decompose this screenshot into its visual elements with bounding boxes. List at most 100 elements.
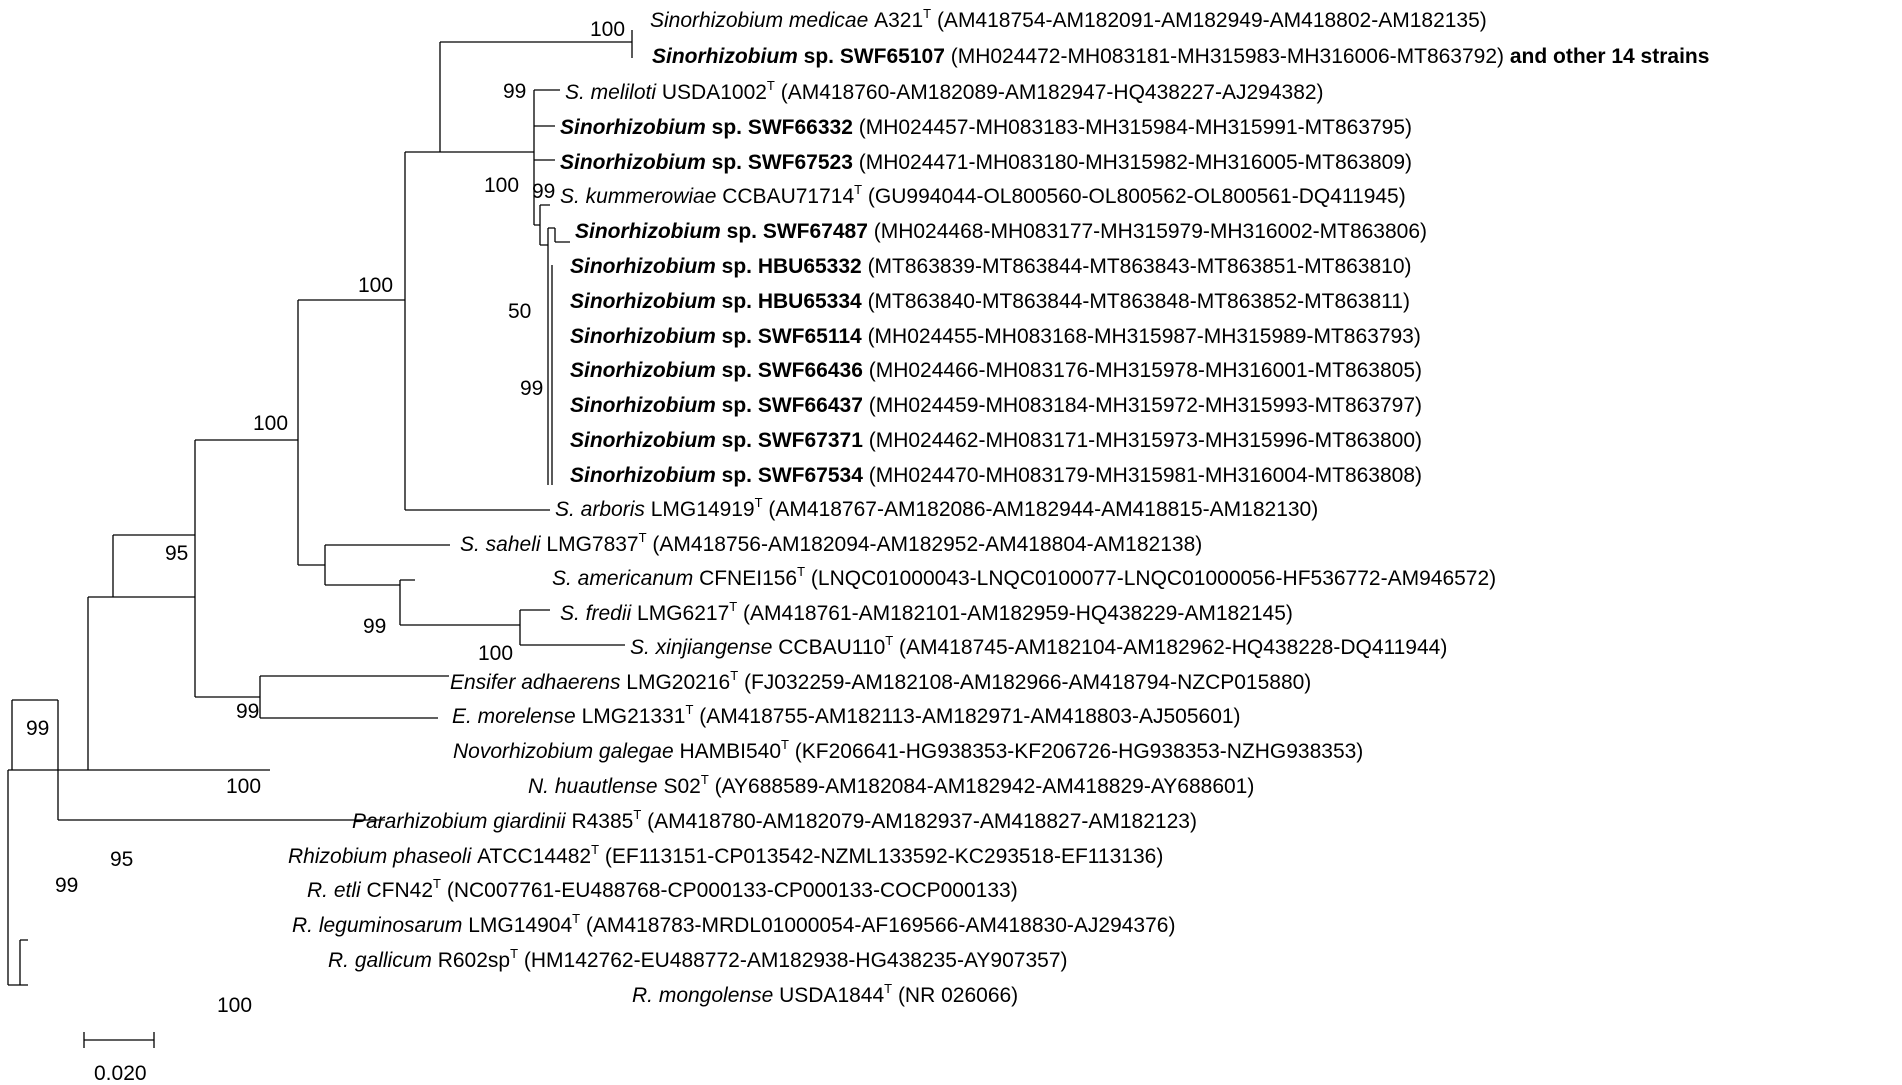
- bootstrap-value: 99: [503, 80, 526, 103]
- species-name: Sinorhizobium: [570, 255, 722, 278]
- accession-numbers: (EF113151-CP013542-NZML133592-KC293518-E…: [599, 845, 1163, 868]
- branch: [57, 700, 385, 821]
- type-strain-mark: T: [685, 702, 693, 717]
- species-name: Sinorhizobium: [575, 220, 727, 243]
- leaf-suffix: and other 14 strains: [1504, 45, 1709, 68]
- branch: [404, 151, 550, 511]
- species-name: Sinorhizobium: [570, 429, 722, 452]
- accession-numbers: (GU994044-OL800560-OL800562-OL800561-DQ4…: [862, 185, 1406, 208]
- branch: [297, 299, 405, 566]
- tree-branches: [7, 30, 633, 986]
- species-name: Sinorhizobium: [570, 464, 722, 487]
- strain-name: LMG7837: [546, 533, 638, 556]
- strain-name: CFN42: [367, 879, 434, 902]
- type-strain-mark: T: [797, 564, 805, 579]
- strain-name: R602sp: [438, 949, 510, 972]
- accession-numbers: (AM418760-AM182089-AM182947-HQ438227-AJ2…: [775, 81, 1324, 104]
- strain-name: LMG14919: [651, 498, 755, 521]
- strain-name: CCBAU110: [778, 636, 885, 659]
- branch: [533, 89, 560, 226]
- branch: [519, 609, 625, 646]
- accession-numbers: (AM418745-AM182104-AM182962-HQ438228-DQ4…: [893, 636, 1447, 659]
- type-strain-mark: T: [885, 633, 893, 648]
- accession-numbers: (MH024457-MH083183-MH315984-MH315991-MT8…: [853, 116, 1412, 139]
- leaf-label: Sinorhizobium sp. SWF67523 (MH024471-MH0…: [560, 151, 1412, 174]
- leaf-label: R. mongolense USDA1844T (NR 026066): [632, 981, 1018, 1007]
- accession-numbers: (HM142762-EU488772-AM182938-HG438235-AY9…: [518, 949, 1067, 972]
- type-strain-mark: T: [433, 876, 441, 891]
- leaf-label: Sinorhizobium sp. SWF66437 (MH024459-MH0…: [570, 394, 1422, 417]
- species-name: Sinorhizobium: [570, 325, 722, 348]
- strain-name: sp. SWF67487: [727, 220, 868, 243]
- type-strain-mark: T: [730, 668, 738, 683]
- species-name: E. morelense: [452, 705, 582, 728]
- bootstrap-value: 99: [532, 180, 555, 203]
- leaf-label: Sinorhizobium sp. SWF66332 (MH024457-MH0…: [560, 116, 1412, 139]
- species-name: Rhizobium phaseoli: [288, 845, 477, 868]
- accession-numbers: (NR 026066): [892, 984, 1018, 1007]
- strain-name: CCBAU71714: [722, 185, 854, 208]
- branch: [539, 204, 550, 246]
- leaf-label: Rhizobium phaseoli ATCC14482T (EF113151-…: [288, 842, 1163, 868]
- species-name: R. gallicum: [328, 949, 438, 972]
- leaf-label: R. gallicum R602spT (HM142762-EU488772-A…: [328, 946, 1068, 972]
- leaf-label: S. fredii LMG6217T (AM418761-AM182101-AM…: [560, 599, 1293, 625]
- bootstrap-value: 100: [217, 994, 252, 1017]
- leaf-label: R. etli CFN42T (NC007761-EU488768-CP0001…: [307, 876, 1018, 902]
- bootstrap-value: 99: [363, 615, 386, 638]
- species-name: S. xinjiangense: [630, 636, 778, 659]
- type-strain-mark: T: [884, 981, 892, 996]
- leaf-label: Ensifer adhaerens LMG20216T (FJ032259-AM…: [450, 668, 1311, 694]
- branch: [324, 544, 450, 586]
- strain-name: HAMBI540: [679, 740, 781, 763]
- strain-name: USDA1002: [662, 81, 767, 104]
- bootstrap-value: 100: [253, 412, 288, 435]
- type-strain-mark: T: [729, 599, 737, 614]
- leaf-label: Sinorhizobium sp. SWF65107 (MH024472-MH0…: [652, 45, 1709, 68]
- strain-name: sp. SWF67523: [712, 151, 853, 174]
- strain-name: LMG21331: [582, 705, 686, 728]
- bootstrap-labels: 100 99 100 99 50 99 100 100 95 99 100 99…: [26, 18, 625, 1017]
- species-name: R. leguminosarum: [292, 914, 468, 937]
- type-strain-mark: T: [755, 495, 763, 510]
- species-name: Sinorhizobium: [560, 116, 712, 139]
- leaf-label: Sinorhizobium sp. HBU65332 (MT863839-MT8…: [570, 255, 1412, 278]
- scale-bar-line: [83, 1032, 155, 1048]
- accession-numbers: (AM418755-AM182113-AM182971-AM418803-AJ5…: [693, 705, 1240, 728]
- leaf-label: Sinorhizobium sp. SWF67534 (MH024470-MH0…: [570, 464, 1422, 487]
- leaf-label: Sinorhizobium sp. SWF66436 (MH024466-MH0…: [570, 359, 1422, 382]
- strain-name: sp. SWF65107: [804, 45, 945, 68]
- strain-name: sp. SWF65114: [722, 325, 862, 348]
- accession-numbers: (NC007761-EU488768-CP000133-CP000133-COC…: [441, 879, 1018, 902]
- leaf-label: Sinorhizobium sp. SWF65114 (MH024455-MH0…: [570, 325, 1421, 348]
- accession-numbers: (MH024466-MH083176-MH315978-MH316001-MT8…: [863, 359, 1422, 382]
- species-name: Novorhizobium galegae: [453, 740, 679, 763]
- branch: [112, 534, 195, 598]
- leaf-label: Pararhizobium giardinii R4385T (AM418780…: [352, 807, 1197, 833]
- bootstrap-value: 95: [110, 848, 133, 871]
- bootstrap-value: 99: [236, 700, 259, 723]
- leaf-label: E. morelense LMG21331T (AM418755-AM18211…: [452, 702, 1241, 728]
- strain-name: LMG6217: [637, 602, 729, 625]
- branch: [439, 41, 632, 152]
- branch: [8, 769, 20, 986]
- type-strain-mark: T: [510, 946, 518, 961]
- branch: [11, 699, 88, 771]
- bootstrap-value: 100: [226, 775, 261, 798]
- leaf-label: S. xinjiangense CCBAU110T (AM418745-AM18…: [630, 633, 1447, 659]
- branch: [87, 596, 270, 771]
- type-strain-mark: T: [572, 911, 580, 926]
- strain-name: USDA1844: [779, 984, 884, 1007]
- accession-numbers: (MH024471-MH083180-MH315982-MH316005-MT8…: [853, 151, 1412, 174]
- accession-numbers: (MH024455-MH083168-MH315987-MH315989-MT8…: [862, 325, 1421, 348]
- species-name: N. huautlense: [528, 775, 663, 798]
- species-name: Pararhizobium giardinii: [352, 810, 571, 833]
- accession-numbers: (KF206641-HG938353-KF206726-HG938353-NZH…: [789, 740, 1363, 763]
- bootstrap-value: 95: [165, 542, 188, 565]
- strain-name: ATCC14482: [477, 845, 591, 868]
- strain-name: sp. SWF66437: [722, 394, 863, 417]
- branch: [259, 675, 449, 719]
- bootstrap-value: 100: [478, 642, 513, 665]
- type-strain-mark: T: [591, 842, 599, 857]
